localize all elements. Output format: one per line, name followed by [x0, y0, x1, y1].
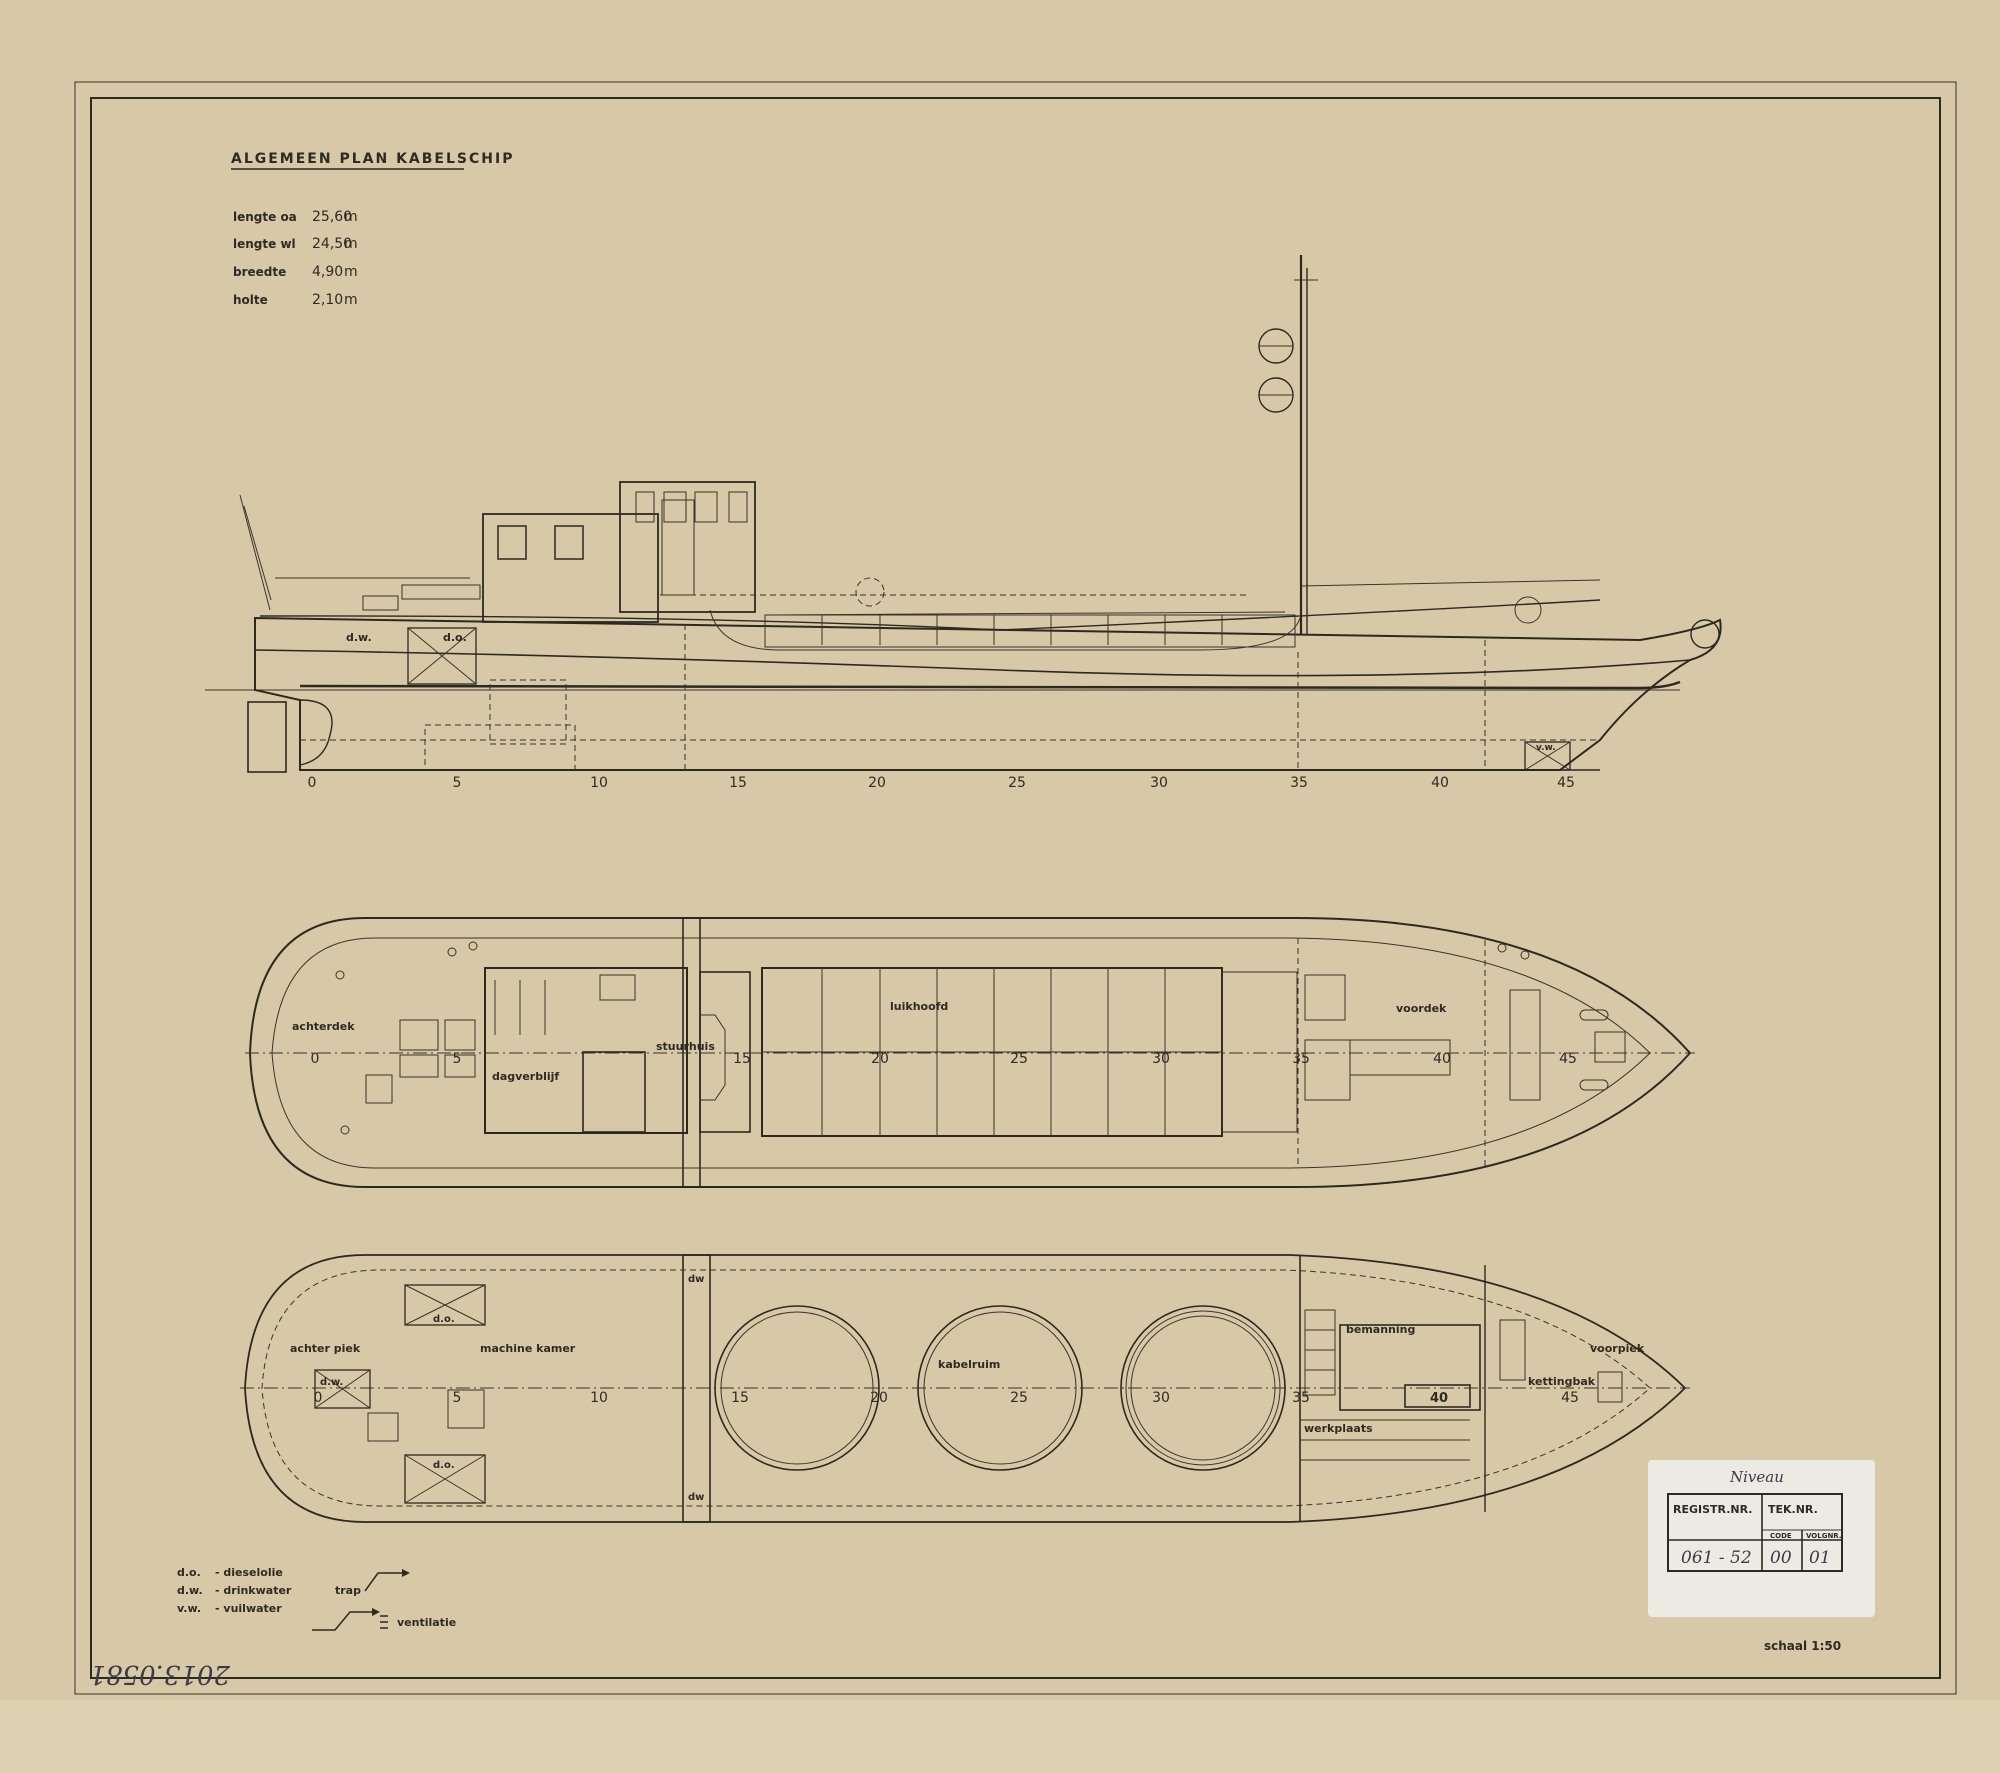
label-do: d.o. — [433, 1314, 455, 1325]
frame-number: 15 — [731, 1390, 749, 1406]
label-achter-piek: achter piek — [290, 1342, 361, 1355]
code-value: 00 — [1770, 1548, 1792, 1568]
spec-value: 25,60 — [312, 209, 352, 225]
label-luikhoofd: luikhoofd — [890, 1000, 948, 1013]
frame-number: 15 — [729, 775, 747, 791]
spec-label: holte — [233, 293, 268, 307]
frame-number: 25 — [1010, 1051, 1028, 1067]
legend-ventilatie: ventilatie — [397, 1616, 456, 1629]
frame-number: 0 — [314, 1390, 323, 1406]
frame-number: 0 — [311, 1051, 320, 1067]
tank-label-do: d.o. — [443, 631, 467, 644]
legend-abbr: v.w. — [177, 1602, 201, 1615]
label-werkplaats: werkplaats — [1304, 1422, 1373, 1435]
frame-number: 20 — [871, 1051, 889, 1067]
frame-number: 5 — [453, 775, 462, 791]
registr-value: 061 - 52 — [1681, 1548, 1752, 1568]
frame-number: 0 — [308, 775, 317, 791]
label-dagverblijf: dagverblijf — [492, 1070, 559, 1083]
label-forty: 40 — [1430, 1391, 1448, 1406]
drawing-title: ALGEMEEN PLAN KABELSCHIP — [231, 151, 514, 167]
frame-number: 15 — [733, 1051, 751, 1067]
frame-number: 30 — [1150, 775, 1168, 791]
spec-value: 4,90 — [312, 264, 343, 280]
label-dw: d.w. — [320, 1377, 343, 1388]
label-achterdek: achterdek — [292, 1020, 355, 1033]
frame-number: 20 — [868, 775, 886, 791]
spec-label: breedte — [233, 265, 286, 279]
legend-text: - drinkwater — [215, 1584, 292, 1597]
frame-scale-hold: 0 5 10 15 20 25 30 35 45 — [314, 1390, 1579, 1406]
hold-plan: achter piek machine kamer kabelruim bema… — [240, 1254, 1690, 1523]
title-block: Niveau REGISTR.NR. TEK.NR. CODE VOLGNR. … — [1648, 1460, 1875, 1617]
label-kabelruim: kabelruim — [938, 1358, 1000, 1371]
frame-number: 25 — [1010, 1390, 1028, 1406]
frame-number: 30 — [1152, 1390, 1170, 1406]
tank-label-vw: v.w. — [1536, 743, 1556, 753]
spec-unit: m — [344, 209, 358, 225]
handwritten-note: Niveau — [1729, 1468, 1784, 1486]
legend-text: - dieselolie — [215, 1566, 283, 1579]
side-elevation: d.w. d.o. v.w. — [205, 255, 1722, 773]
label-voorpiek: voorpiek — [1590, 1342, 1645, 1355]
stair-symbol-icon — [312, 1569, 410, 1631]
frame-number: 20 — [870, 1390, 888, 1406]
frame-number: 45 — [1557, 775, 1575, 791]
scale-label: schaal 1:50 — [1764, 1639, 1841, 1653]
label-dw-top: dw — [688, 1274, 704, 1285]
legend-text: - vuilwater — [215, 1602, 282, 1615]
ventilation-symbol-icon — [380, 1615, 388, 1629]
spec-unit: m — [344, 292, 358, 308]
frame-number: 10 — [590, 775, 608, 791]
label-dw-bottom: dw — [688, 1492, 704, 1503]
legend-abbr: d.w. — [177, 1584, 203, 1597]
deck-plan: achterdek dagverblijf stuurhuis luikhoof… — [245, 917, 1695, 1188]
volgnr-value: 01 — [1809, 1548, 1831, 1568]
frame-number: 10 — [590, 1390, 608, 1406]
label-voordek: voordek — [1396, 1002, 1447, 1015]
frame-scale-side: 0 5 10 15 20 25 30 35 40 45 — [308, 775, 1575, 791]
frame-number: 5 — [453, 1051, 462, 1067]
tank-label-dw: d.w. — [346, 631, 372, 644]
tek-header: TEK.NR. — [1768, 1503, 1818, 1516]
volgnr-header: VOLGNR. — [1806, 1532, 1842, 1540]
legend-abbr: d.o. — [177, 1566, 201, 1579]
label-bemanning: bemanning — [1346, 1323, 1415, 1336]
spec-value: 24,50 — [312, 236, 352, 252]
frame-number: 40 — [1433, 1051, 1451, 1067]
frame-number: 45 — [1561, 1390, 1579, 1406]
legend: d.o. - dieselolie d.w. - drinkwater v.w.… — [177, 1566, 456, 1631]
frame-number: 25 — [1008, 775, 1026, 791]
legend-trap: trap — [335, 1584, 361, 1597]
frame-number: 35 — [1292, 1051, 1310, 1067]
label-machine-kamer: machine kamer — [480, 1342, 576, 1355]
drawing-border — [74, 81, 1957, 1695]
frame-number: 30 — [1152, 1051, 1170, 1067]
specs-table: lengte oa 25,60 m lengte wl 24,50 m bree… — [233, 209, 358, 308]
archive-number: 2013.0581 — [89, 1659, 231, 1689]
registr-header: REGISTR.NR. — [1673, 1503, 1752, 1516]
spec-label: lengte wl — [233, 237, 296, 251]
code-header: CODE — [1770, 1532, 1792, 1540]
frame-number: 40 — [1431, 775, 1449, 791]
label-do: d.o. — [433, 1460, 455, 1471]
frame-number: 45 — [1559, 1051, 1577, 1067]
label-stuurhuis: stuurhuis — [656, 1040, 715, 1053]
frame-number: 35 — [1290, 775, 1308, 791]
frame-number: 35 — [1292, 1390, 1310, 1406]
spec-label: lengte oa — [233, 210, 297, 224]
spec-value: 2,10 — [312, 292, 343, 308]
frame-number: 5 — [453, 1390, 462, 1406]
spec-unit: m — [344, 236, 358, 252]
spec-unit: m — [344, 264, 358, 280]
frame-scale-deck: 0 5 15 20 25 30 35 40 45 — [311, 1051, 1577, 1067]
label-kettingbak: kettingbak — [1528, 1375, 1596, 1388]
